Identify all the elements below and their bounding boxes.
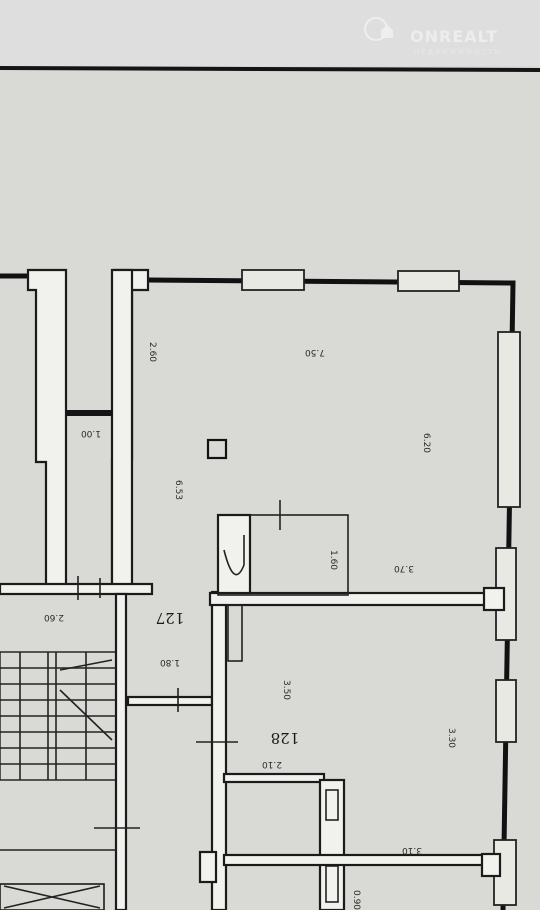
dim-128-left: 3.50 (281, 680, 291, 700)
dim-bath-bottom: 3.70 (394, 563, 414, 573)
dim-bath-height: 1.60 (328, 550, 338, 570)
column-southeast (480, 852, 502, 878)
column-southwest (198, 850, 218, 884)
dim-right-height: 6.20 (421, 433, 431, 453)
watermark-logo: ONREALT НЕДВИЖИМОСТЬ (364, 17, 502, 56)
column-symbol (206, 438, 228, 460)
wall-128-closet (318, 778, 346, 910)
dim-128-inner: 2.10 (262, 759, 282, 769)
wall-neighbour (26, 268, 68, 592)
column-east (482, 586, 506, 612)
dim-128-right: 3.30 (446, 728, 456, 748)
page-border-line (0, 66, 540, 72)
bathroom-fixture (223, 535, 245, 576)
niche-beam (66, 410, 112, 416)
dim-top-width: 7.50 (305, 347, 325, 357)
wall-128-bottom (222, 853, 496, 867)
wall-west (110, 268, 134, 594)
fixture-closet-1 (325, 789, 339, 821)
paper-top-band (0, 0, 540, 66)
staircase (0, 651, 117, 910)
wall-128-inner (222, 772, 326, 784)
wall-corridor-top (0, 582, 154, 596)
wall-corridor-bottom (126, 695, 214, 707)
dim-bottom-small: 0.90 (351, 890, 361, 910)
wall-stair-right (114, 592, 128, 910)
room-number-127: 127 (156, 609, 185, 627)
watermark-brand: ONREALT (410, 27, 498, 46)
window-top-2 (397, 270, 460, 292)
window-right-1 (497, 331, 521, 508)
dim-niche-width: 1.00 (81, 428, 101, 438)
dim-128-bottom: 3.10 (402, 845, 422, 855)
window-top-1 (241, 269, 305, 291)
dim-left-height: 2.60 (147, 342, 157, 362)
room-number-128: 128 (271, 729, 300, 747)
bathroom-west-wall (216, 513, 252, 595)
window-right-3 (495, 679, 517, 743)
dim-corridor-bottom: 1.80 (160, 657, 180, 667)
dim-inner-left: 6.53 (173, 480, 183, 500)
dim-corridor-top: 2.60 (44, 612, 64, 622)
fixture-sink (227, 604, 243, 662)
watermark-tagline: НЕДВИЖИМОСТЬ (414, 48, 502, 56)
